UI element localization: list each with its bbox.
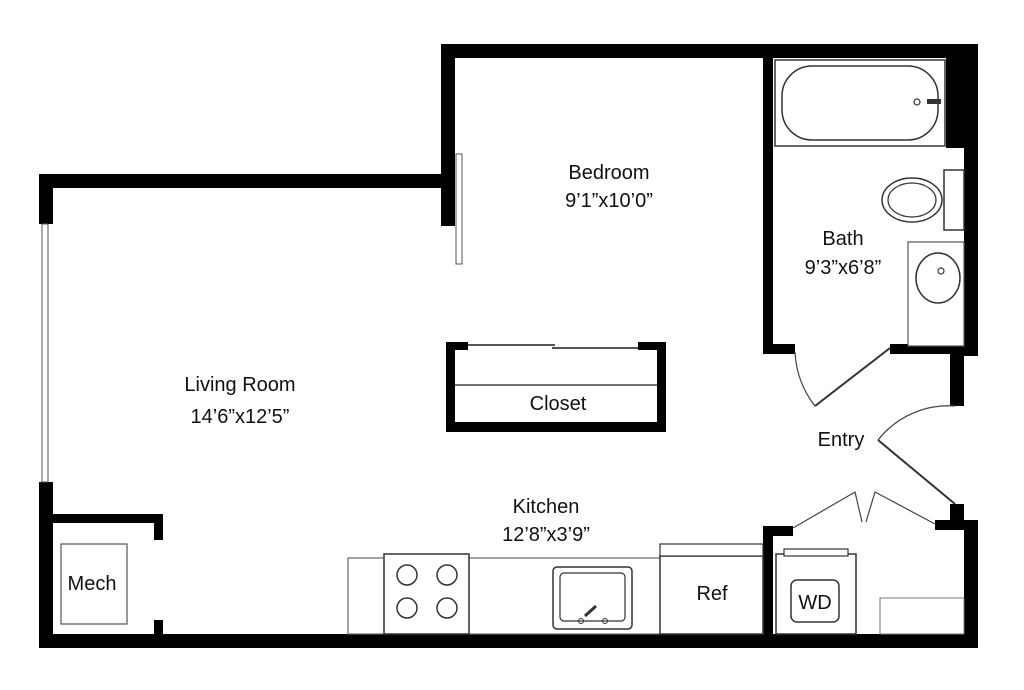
wall-mech-top (39, 514, 163, 523)
mech-label: Mech (68, 573, 117, 595)
wall-left-upper (39, 174, 53, 224)
closet-wall-bottom (446, 422, 666, 432)
sink-basin (915, 252, 961, 304)
living-room-size: 14’6”x12’5” (191, 406, 290, 428)
wall-bottom (39, 634, 978, 648)
closet-label: Closet (530, 393, 587, 415)
laundry: WD (775, 548, 965, 635)
bath-name: Bath (822, 228, 863, 250)
burner-4 (436, 597, 458, 619)
burner-2 (436, 564, 458, 586)
mech-room: Mech (60, 543, 128, 625)
entry-door-leaf (877, 439, 956, 505)
laundry-door-left (792, 491, 863, 529)
kitchen-name: Kitchen (513, 496, 580, 518)
kitchen: Ref Kitchen 12’8”x3’9” (347, 496, 764, 635)
bedroom-size: 9’1”x10’0” (565, 190, 653, 212)
wall-mech-right-lower (154, 620, 163, 640)
window-living (41, 223, 49, 483)
washer-dryer-top (783, 548, 849, 557)
burner-3 (396, 597, 418, 619)
toilet-tank (943, 169, 965, 231)
wall-right-tub (946, 44, 978, 148)
wall-bath-left (763, 58, 773, 352)
wall-bedroom-top (441, 44, 978, 58)
range (383, 553, 470, 635)
wall-mech-right (154, 514, 163, 540)
washer-dryer-door (790, 579, 840, 623)
closet-wall-top-left (446, 342, 468, 350)
bath-door-swing (794, 351, 816, 407)
tub-faucet (927, 99, 941, 104)
window-bedroom (455, 153, 463, 265)
wall-laundry-left (763, 526, 773, 648)
entry-door-swing (877, 405, 956, 441)
bedroom-name: Bedroom (568, 162, 649, 184)
kitchen-faucet (583, 604, 598, 618)
wall-bath-bottom-right (890, 344, 964, 354)
closet-wall-top-right (638, 342, 666, 350)
closet: Closet (446, 342, 666, 432)
bath-fixtures: Bath 9’3”x6’8” (774, 59, 965, 347)
bath-door-leaf (814, 347, 891, 407)
closet-wall-right (657, 342, 666, 432)
walls (39, 44, 978, 648)
wall-right-mid (950, 344, 964, 406)
wall-laundry-top-right (935, 520, 978, 530)
toilet-seat (887, 182, 937, 218)
kitchen-size: 12’8”x3’9” (502, 524, 590, 546)
refrigerator-top (659, 543, 764, 557)
burner-1 (396, 564, 418, 586)
closet-wall-left (446, 342, 455, 432)
laundry-shelf (879, 597, 965, 635)
wall-left-lower (39, 482, 53, 648)
refrigerator (659, 555, 764, 635)
wall-living-top (39, 174, 453, 188)
mech-unit (60, 543, 128, 625)
faucet-handle-left (578, 618, 584, 624)
wall-laundry-top-left (763, 526, 793, 536)
refrigerator-label: Ref (696, 583, 728, 605)
entry-label: Entry (818, 429, 865, 451)
bath-size: 9’3”x6’8” (805, 257, 882, 279)
wall-bath-bottom-left (763, 344, 795, 354)
tub-drain (913, 98, 921, 106)
wall-right-bottom (964, 520, 978, 648)
kitchen-sink-basin (559, 572, 626, 622)
sink-drain (937, 267, 945, 275)
wall-bedroom-left-stub (441, 186, 455, 226)
wall-bedroom-left-upper (441, 44, 455, 188)
doors (792, 347, 956, 529)
faucet-handle-right (602, 618, 608, 624)
washer-dryer-label: WD (798, 592, 831, 614)
laundry-door-right (865, 491, 936, 525)
living-room-name: Living Room (184, 374, 295, 396)
